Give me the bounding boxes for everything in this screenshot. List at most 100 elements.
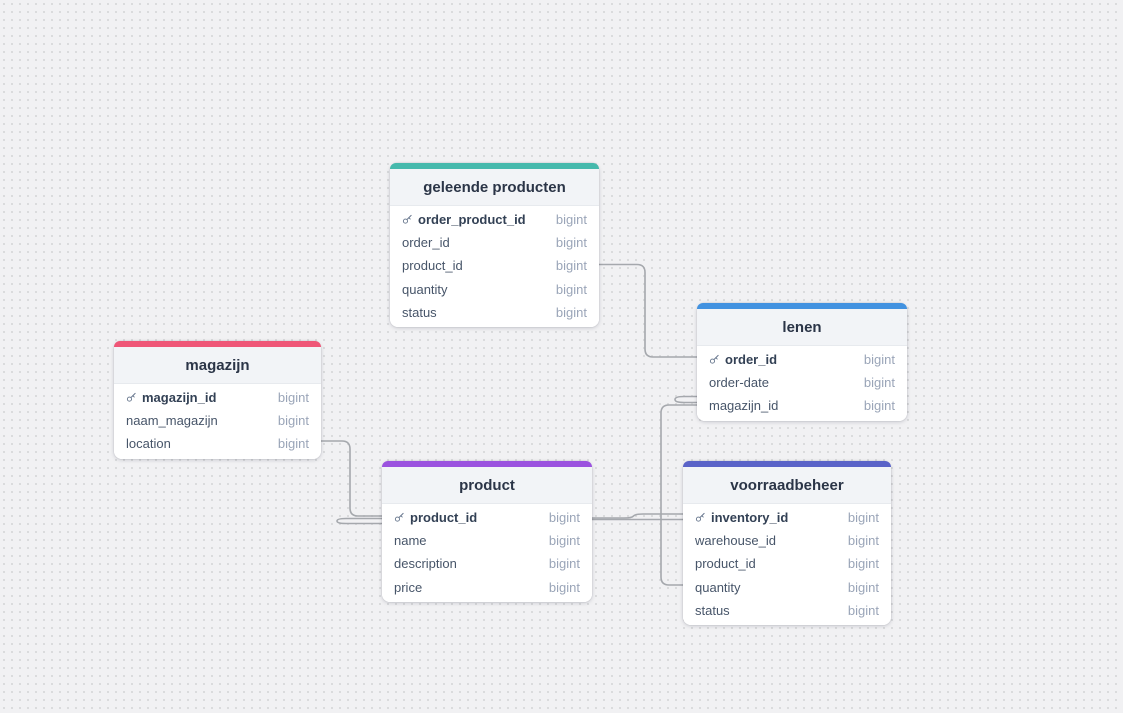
table-accent-bar	[390, 163, 599, 169]
field-name-wrap: quantity	[695, 580, 741, 595]
field-name: quantity	[402, 281, 448, 297]
field-row[interactable]: location bigint	[114, 432, 321, 455]
field-row[interactable]: description bigint	[382, 552, 592, 575]
table-title[interactable]: product	[382, 467, 592, 504]
primary-key-icon	[695, 512, 706, 523]
field-name: inventory_id	[711, 510, 789, 526]
field-type: bigint	[555, 235, 587, 251]
field-name: status	[695, 602, 730, 618]
relationship-edge-3[interactable]	[660, 404, 701, 586]
field-row[interactable]: order_product_id bigint	[390, 208, 599, 231]
field-name: status	[402, 304, 437, 320]
field-type: bigint	[863, 375, 895, 391]
field-row[interactable]: price bigint	[382, 576, 592, 599]
field-row[interactable]: naam_magazijn bigint	[114, 409, 321, 432]
field-name: magazijn_id	[709, 398, 779, 414]
primary-key-icon	[394, 512, 405, 523]
relationship-edge-6[interactable]	[674, 395, 706, 404]
field-row[interactable]: status bigint	[390, 301, 599, 324]
field-type: bigint	[847, 510, 879, 526]
field-type: bigint	[277, 390, 309, 406]
table-title[interactable]: lenen	[697, 309, 907, 346]
field-name-wrap: inventory_id	[695, 510, 788, 525]
field-name: quantity	[695, 579, 741, 595]
relationship-edge-2[interactable]	[317, 440, 387, 517]
field-name: name	[394, 533, 427, 549]
field-name: description	[394, 556, 457, 572]
field-name-wrap: warehouse_id	[695, 533, 776, 548]
field-name-wrap: description	[394, 556, 457, 571]
field-type: bigint	[555, 281, 587, 297]
field-type: bigint	[555, 304, 587, 320]
table-title[interactable]: geleende producten	[390, 169, 599, 206]
field-type: bigint	[555, 258, 587, 274]
relationship-edge-4[interactable]	[588, 513, 687, 519]
field-row[interactable]: product_id bigint	[382, 506, 592, 529]
field-type: bigint	[555, 212, 587, 228]
field-name-wrap: magazijn_id	[126, 390, 216, 405]
field-type: bigint	[847, 602, 879, 618]
field-row[interactable]: product_id bigint	[683, 552, 891, 575]
field-row[interactable]: magazijn_id bigint	[697, 394, 907, 417]
field-name: order-date	[709, 375, 769, 391]
table-title[interactable]: magazijn	[114, 347, 321, 384]
field-row[interactable]: name bigint	[382, 529, 592, 552]
field-name-wrap: order_id	[709, 352, 777, 367]
field-name: price	[394, 579, 423, 595]
primary-key-icon	[709, 354, 720, 365]
field-type: bigint	[277, 436, 309, 452]
field-row[interactable]: magazijn_id bigint	[114, 386, 321, 409]
field-name-wrap: magazijn_id	[709, 398, 778, 413]
field-name-wrap: location	[126, 436, 171, 451]
field-name-wrap: order_product_id	[402, 212, 526, 227]
field-name-wrap: product_id	[402, 258, 463, 273]
field-type: bigint	[548, 579, 580, 595]
field-name: product_id	[410, 510, 478, 526]
table-accent-bar	[382, 461, 592, 467]
field-type: bigint	[548, 510, 580, 526]
field-row[interactable]: order_id bigint	[390, 231, 599, 254]
field-name: order_product_id	[418, 212, 526, 228]
field-row[interactable]: order-date bigint	[697, 371, 907, 394]
field-row[interactable]: status bigint	[683, 599, 891, 622]
field-name: order_id	[725, 352, 778, 368]
relationship-edge-1[interactable]	[595, 263, 701, 358]
field-row[interactable]: product_id bigint	[390, 254, 599, 277]
field-type: bigint	[847, 556, 879, 572]
field-name-wrap: order_id	[402, 235, 450, 250]
field-name-wrap: product_id	[695, 556, 756, 571]
field-type: bigint	[548, 556, 580, 572]
field-name: product_id	[402, 258, 463, 274]
primary-key-icon	[402, 214, 413, 225]
field-name: magazijn_id	[142, 390, 217, 406]
field-row[interactable]: quantity bigint	[683, 576, 891, 599]
field-row[interactable]: inventory_id bigint	[683, 506, 891, 529]
field-type: bigint	[277, 413, 309, 429]
field-name: order_id	[402, 235, 450, 251]
field-name-wrap: status	[695, 603, 730, 618]
field-name-wrap: product_id	[394, 510, 477, 525]
field-name-wrap: name	[394, 533, 427, 548]
primary-key-icon	[126, 392, 137, 403]
field-type: bigint	[847, 579, 879, 595]
field-name-wrap: naam_magazijn	[126, 413, 218, 428]
field-row[interactable]: quantity bigint	[390, 278, 599, 301]
field-type: bigint	[863, 398, 895, 414]
field-type: bigint	[548, 533, 580, 549]
table-accent-bar	[697, 303, 907, 309]
table-title[interactable]: voorraadbeheer	[683, 467, 891, 504]
field-name: product_id	[695, 556, 756, 572]
